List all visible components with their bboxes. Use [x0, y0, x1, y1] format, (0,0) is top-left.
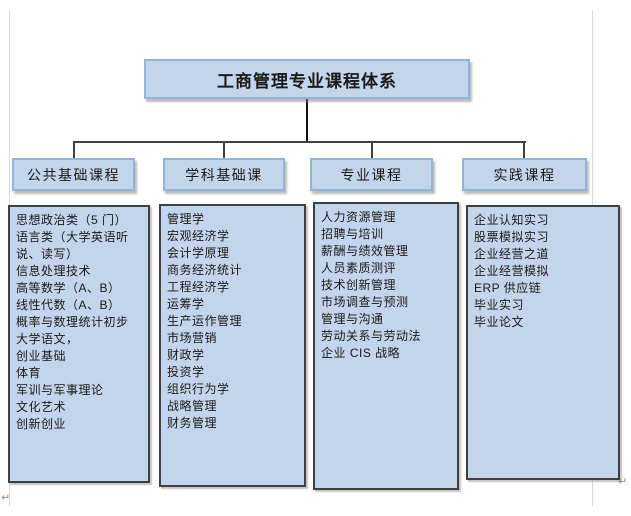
course-item: 企业经营模拟 [474, 264, 550, 278]
connector-drop-line [73, 142, 75, 159]
course-item: 大学语文， [16, 332, 79, 346]
category-label: 公共基础课程 [27, 166, 120, 183]
category-label: 学科基础课 [185, 166, 263, 183]
course-item: 企业认知实习 [474, 213, 550, 227]
course-item: 股票模拟实习 [474, 230, 550, 244]
course-item: 思想政治类（5 门） [16, 213, 128, 227]
course-list-public-basic[interactable]: 思想政治类（5 门） 语言类（大学英语听说、读写） 信息处理技术高等数学（A、B） 线… [8, 205, 150, 483]
course-item: 人员素质测评 [321, 261, 397, 275]
course-item: 财务管理 [167, 416, 218, 430]
connector-drop-line [223, 142, 225, 159]
course-item: 市场调查与预测 [321, 295, 409, 309]
course-item: 投资学 [167, 365, 205, 379]
course-item: 市场营销 [167, 331, 218, 345]
course-item: 劳动关系与劳动法 [321, 329, 422, 343]
course-item: 管理与沟通 [321, 312, 384, 326]
course-item: 创新创业 [16, 417, 67, 431]
course-item: 招聘与培训 [321, 227, 384, 241]
course-item: 工程经济学 [167, 280, 230, 294]
course-item: 技术创新管理 [321, 278, 397, 292]
diagram-title-box[interactable]: 工商管理专业课程体系 [144, 59, 470, 99]
category-box-practice[interactable]: 实践课程 [462, 158, 587, 191]
course-item: 战略管理 [167, 399, 218, 413]
course-item: 线性代数（A、B） [16, 298, 121, 312]
course-item: 企业经营之道 [474, 247, 550, 261]
course-item: 毕业论文 [474, 315, 525, 329]
course-item: 财政学 [167, 348, 205, 362]
category-box-professional[interactable]: 专业课程 [310, 158, 433, 191]
category-box-public-basic[interactable]: 公共基础课程 [12, 158, 135, 191]
course-item: 体育 [16, 366, 42, 380]
paragraph-return-icon: ↵ [1, 492, 11, 504]
course-item: 毕业实习 [474, 298, 525, 312]
course-item: 创业基础 [16, 349, 67, 363]
course-item: 军训与军事理论 [16, 383, 104, 397]
course-item: 管理学 [167, 212, 205, 226]
paragraph-return-icon: ↵ [618, 476, 628, 488]
course-item: 信息处理技术 [16, 264, 92, 278]
course-item: 运筹学 [167, 297, 205, 311]
course-item: 薪酬与绩效管理 [321, 244, 409, 258]
course-item: 宏观经济学 [167, 229, 230, 243]
category-label: 实践课程 [493, 166, 556, 183]
course-item: 语言类（大学英语听说、读写） [16, 230, 129, 261]
connector-horizontal-line [73, 141, 526, 143]
category-box-discipline-basic[interactable]: 学科基础课 [163, 158, 285, 191]
course-item: ERP 供应链 [474, 281, 542, 295]
course-item: 企业 CIS 战略 [321, 346, 401, 360]
category-label: 专业课程 [340, 166, 403, 183]
course-item: 人力资源管理 [321, 210, 397, 224]
course-item: 高等数学（A、B） [16, 281, 121, 295]
connector-stem-line [306, 99, 308, 143]
course-item: 商务经济统计 [167, 263, 243, 277]
course-item: 会计学原理 [167, 246, 230, 260]
diagram-title: 工商管理专业课程体系 [217, 71, 397, 91]
course-item: 概率与数理统计初步 [16, 315, 129, 329]
course-item: 文化艺术 [16, 400, 67, 414]
course-item: 组织行为学 [167, 382, 230, 396]
course-list-professional[interactable]: 人力资源管理招聘与培训薪酬与绩效管理人员素质测评技术创新管理市场调查与预测管理与… [313, 202, 459, 490]
course-item: 生产运作管理 [167, 314, 243, 328]
course-list-practice[interactable]: 企业认知实习股票模拟实习企业经营之道企业经营模拟 ERP 供应链毕业实习毕业论文 [466, 205, 620, 480]
connector-drop-line [371, 142, 373, 159]
connector-drop-line [523, 142, 525, 159]
course-list-discipline-basic[interactable]: 管理学宏观经济学会计学原理商务经济统计工程经济学运筹学生产运作管理市场营销财政学… [159, 204, 306, 487]
